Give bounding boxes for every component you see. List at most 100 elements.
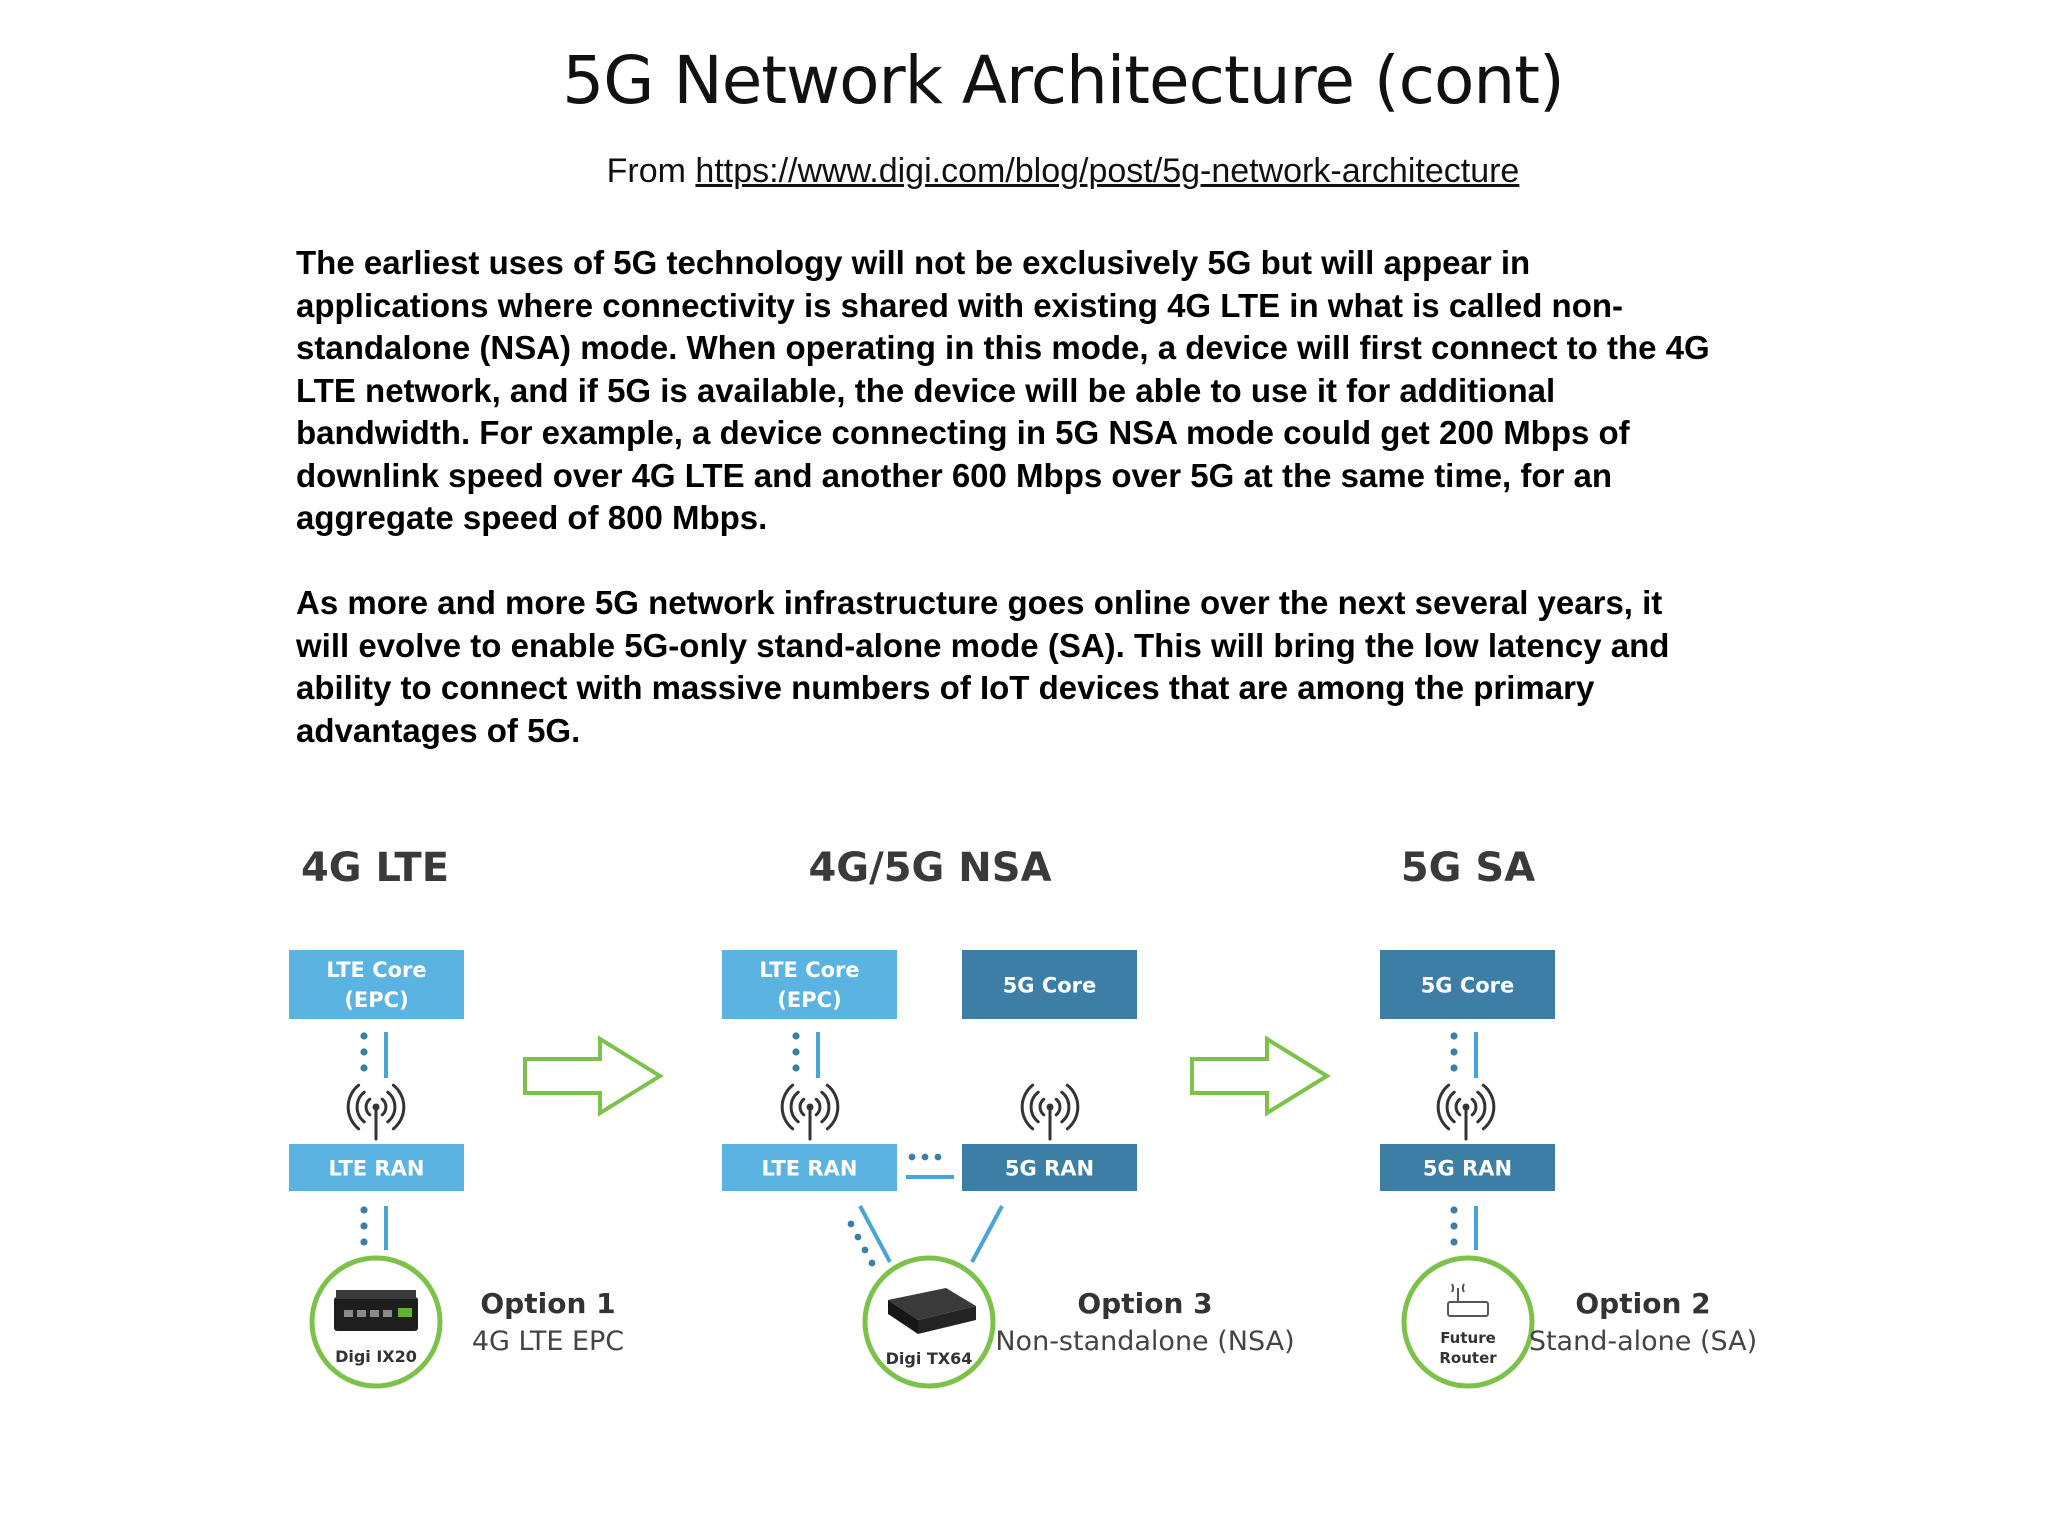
col2-5g-antenna-icon-wave-right-2 (1065, 1083, 1080, 1131)
col3-antenna-icon-wave-right-2 (1481, 1083, 1496, 1131)
nsa-5g-core-box (962, 950, 1137, 1019)
future-router-wave (1461, 1283, 1465, 1293)
digi-tx64-router-front (918, 1306, 976, 1334)
col2-lte-antenna-icon-wave-left-1 (789, 1090, 800, 1124)
lte-ran-box-label: LTE RAN (329, 1157, 425, 1181)
digi-ix20-terminal (398, 1308, 412, 1317)
col3-upper-link-dot (1450, 1064, 1458, 1072)
col2-diagonal-dot (854, 1233, 862, 1241)
col1-antenna-icon-wave-right-1 (386, 1090, 397, 1124)
col2-diagonal-lte-line (858, 1205, 892, 1263)
option-1-title: Option 1 (480, 1287, 615, 1320)
digi-ix20-port (383, 1310, 392, 1317)
col1-antenna-icon-wave-right-0 (380, 1097, 388, 1117)
col2-lte-antenna-icon-wave-right-1 (820, 1090, 831, 1124)
option-2-title: Option 2 (1575, 1287, 1710, 1320)
col1-lower-link-dot (360, 1206, 368, 1214)
sa-5g-core-box-label: 5G Core (1421, 974, 1515, 998)
col3-antenna-icon (1436, 1083, 1496, 1141)
digi-ix20-port (357, 1310, 366, 1317)
nsa-lte-ran-box-label: LTE RAN (762, 1157, 858, 1181)
col3-upper-link-dot (1450, 1032, 1458, 1040)
col2-5g-antenna-icon (1020, 1083, 1080, 1141)
col1-upper-link-dot (360, 1048, 368, 1056)
col2-lte-antenna-icon (780, 1083, 840, 1141)
x2-link-dot (908, 1153, 916, 1161)
col1-lower-link-dot (360, 1238, 368, 1246)
arrow-2-icon (1190, 1035, 1331, 1117)
sa-5g-ran-box-label: 5G RAN (1423, 1157, 1512, 1181)
option-3-subtitle: Non-standalone (NSA) (995, 1326, 1294, 1357)
x2-link-dot (921, 1153, 929, 1161)
nsa-5g-ran-box (962, 1144, 1137, 1191)
col1-antenna-icon (346, 1083, 406, 1141)
col3-antenna-icon-wave-right-1 (1476, 1090, 1487, 1124)
x2-link-dot (934, 1153, 942, 1161)
lte-core-box-label-2: (EPC) (344, 988, 408, 1012)
col2-lte-antenna-icon-wave-right-0 (814, 1097, 822, 1117)
col2-lte-link-dot (792, 1064, 800, 1072)
paragraph-nsa: The earliest uses of 5G technology will … (296, 244, 1710, 536)
col2-5g-antenna-icon-wave-left-0 (1038, 1097, 1046, 1117)
col3-device-circle (1401, 1255, 1535, 1389)
col2-lte-antenna-icon-center (806, 1103, 814, 1111)
heading-4g-lte: 4G LTE (301, 845, 449, 891)
nsa-lte-core-box (722, 950, 897, 1019)
col1-lower-link-dot (360, 1222, 368, 1230)
nsa-5g-ran-box-label: 5G RAN (1005, 1157, 1094, 1181)
col3-lower-link-dot (1450, 1222, 1458, 1230)
future-router-body (1447, 1301, 1489, 1317)
col1-antenna-icon-wave-left-0 (364, 1097, 372, 1117)
col2-5g-antenna-icon-center (1046, 1103, 1054, 1111)
col3-antenna-icon-center (1462, 1103, 1470, 1111)
col2-5g-antenna-icon-wave-left-1 (1029, 1090, 1040, 1124)
digi-ix20-router-top (336, 1290, 416, 1299)
sa-5g-ran-box (1380, 1144, 1555, 1191)
digi-ix20-port (370, 1310, 379, 1317)
digi-ix20-port (344, 1310, 353, 1317)
col3-antenna-icon-wave-right-0 (1470, 1097, 1478, 1117)
col2-lte-link-dot (792, 1048, 800, 1056)
col3-upper-link-dot (1450, 1048, 1458, 1056)
option-3-title: Option 3 (1077, 1287, 1212, 1320)
arrow-1-icon (523, 1035, 664, 1117)
nsa-lte-core-box-label-1: LTE Core (759, 958, 859, 982)
digi-tx64-router-icon (888, 1288, 976, 1320)
digi-tx64-router-side (888, 1300, 918, 1334)
col2-5g-antenna-icon-wave-right-1 (1060, 1090, 1071, 1124)
heading-4g-5g-nsa: 4G/5G NSA (808, 845, 1051, 891)
source-link[interactable]: https://www.digi.com/blog/post/5g-networ… (695, 152, 1520, 190)
source-line: From https://www.digi.com/blog/post/5g-n… (0, 152, 2048, 191)
col2-diagonal-dot (861, 1246, 869, 1254)
col3-lower-link-dot (1450, 1238, 1458, 1246)
nsa-lte-ran-box (722, 1144, 897, 1191)
option-2-subtitle: Stand-alone (SA) (1529, 1326, 1757, 1357)
col2-diagonal-dot (847, 1220, 855, 1228)
future-router-label-2: Router (1439, 1349, 1497, 1367)
col3-lower-link-dot (1450, 1206, 1458, 1214)
col1-antenna-icon-center (372, 1103, 380, 1111)
col1-upper-link-dot (360, 1064, 368, 1072)
nsa-lte-core-box-label-2: (EPC) (777, 988, 841, 1012)
col3-antenna-icon-wave-left-1 (1445, 1090, 1456, 1124)
col1-antenna-icon-wave-left-1 (355, 1090, 366, 1124)
future-router-label-1: Future (1440, 1329, 1496, 1347)
digi-tx64-label: Digi TX64 (886, 1349, 973, 1368)
option-1-subtitle: 4G LTE EPC (472, 1326, 624, 1357)
col3-antenna-icon-wave-left-2 (1436, 1083, 1451, 1131)
col2-diagonal-5g-line (970, 1205, 1004, 1263)
heading-5g-sa: 5G SA (1401, 845, 1535, 891)
col2-diagonal-dot (868, 1259, 876, 1267)
nsa-5g-core-box-label: 5G Core (1003, 974, 1097, 998)
paragraph-sa: As more and more 5G network infrastructu… (296, 584, 1670, 749)
col2-5g-antenna-icon-wave-left-2 (1020, 1083, 1035, 1131)
source-prefix: From (606, 152, 686, 190)
col1-upper-link-dot (360, 1032, 368, 1040)
future-router-icon (1447, 1283, 1489, 1317)
slide-title: 5G Network Architecture (cont) (562, 42, 1565, 119)
col1-antenna-icon-wave-left-2 (346, 1083, 361, 1131)
col3-antenna-icon-wave-left-0 (1454, 1097, 1462, 1117)
lte-ran-box (289, 1144, 464, 1191)
lte-core-box-label-1: LTE Core (326, 958, 426, 982)
